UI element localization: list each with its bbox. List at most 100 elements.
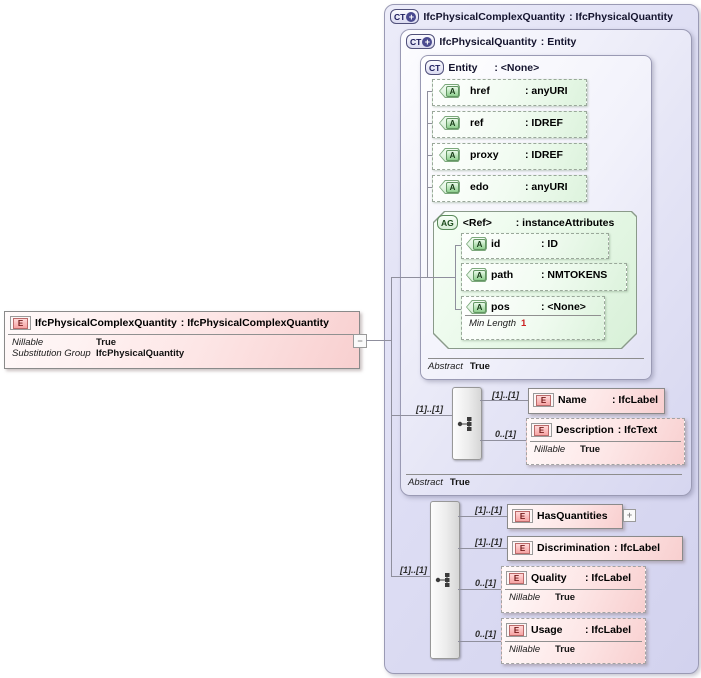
connector-line	[455, 309, 461, 310]
element-badge-icon: E	[531, 423, 552, 437]
element-name: Quality	[531, 572, 567, 584]
connector-line	[458, 516, 507, 517]
facet-separator	[406, 474, 682, 475]
attributegroup-trunk-line	[455, 245, 456, 309]
connector-line	[427, 187, 432, 188]
element-name: HasQuantities	[537, 510, 608, 522]
global-element-box[interactable]: E IfcPhysicalComplexQuantity : IfcPhysic…	[4, 311, 360, 369]
element-name: Description	[556, 424, 614, 436]
basetype-name: IfcPhysicalQuantity	[439, 35, 537, 48]
attribute-type: : anyURI	[525, 85, 568, 97]
element-type: : IfcLabel	[585, 624, 632, 636]
cardinality-label: [1]..[1]	[492, 390, 519, 400]
connector-line	[427, 91, 432, 92]
complextype-name: IfcPhysicalComplexQuantity	[423, 10, 566, 23]
attribute-row-id[interactable]: A id : ID	[461, 233, 609, 259]
sequence-icon	[435, 573, 450, 587]
element-badge-icon: E	[506, 623, 527, 637]
connector-line	[391, 277, 455, 278]
element-type: : IfcLabel	[613, 542, 661, 554]
cardinality-label: [1]..[1]	[475, 505, 502, 515]
attribute-row-path[interactable]: A path : NMTOKENS	[461, 263, 627, 291]
attribute-name: pos	[491, 301, 510, 313]
connector-line	[455, 245, 461, 246]
attribute-row-edo[interactable]: A edo : anyURI	[432, 175, 587, 202]
element-type: : IfcPhysicalComplexQuantity	[180, 317, 330, 329]
element-badge-icon: E	[512, 509, 533, 523]
attribute-type: : NMTOKENS	[541, 269, 608, 281]
attribute-name: path	[491, 269, 514, 281]
connector-line	[427, 155, 432, 156]
attribute-type: : IDREF	[525, 117, 563, 129]
element-name: Usage	[531, 624, 563, 636]
element-type: : IfcText	[617, 424, 658, 436]
attribute-badge-icon: A	[466, 237, 487, 251]
cardinality-label: 0..[1]	[475, 578, 497, 588]
attribute-name: id	[491, 238, 501, 250]
attribute-badge-icon: A	[439, 148, 460, 162]
element-badge-icon: E	[10, 316, 31, 330]
entity-name: Entity	[448, 61, 478, 74]
cardinality-label: [1]..[1]	[400, 565, 427, 575]
element-name: Name	[558, 394, 587, 406]
sequence-compositor[interactable]	[430, 501, 460, 659]
attribute-type: : IDREF	[525, 149, 563, 161]
expand-icon[interactable]: +	[623, 509, 636, 522]
connector-line	[458, 589, 501, 590]
attribute-type: : <None>	[541, 301, 586, 313]
connector-line	[480, 440, 526, 441]
connector-line	[427, 123, 432, 124]
complextype-badge-icon: CT+	[406, 34, 436, 49]
attribute-name: edo	[470, 181, 489, 193]
element-badge-icon: E	[506, 571, 527, 585]
attribute-row-proxy[interactable]: A proxy : IDREF	[432, 143, 587, 170]
cardinality-label: 0..[1]	[475, 629, 497, 639]
connector-line	[458, 548, 507, 549]
attribute-badge-icon: A	[439, 84, 460, 98]
attribute-badge-icon: A	[439, 116, 460, 130]
element-name: IfcPhysicalComplexQuantity	[35, 317, 177, 329]
element-badge-icon: E	[533, 393, 554, 407]
element-badge-icon: E	[512, 541, 533, 555]
connector-line	[480, 400, 528, 401]
element-box-discrimination[interactable]: E Discrimination : IfcLabel	[507, 536, 683, 561]
sequence-compositor[interactable]	[452, 387, 482, 460]
element-type: : IfcLabel	[612, 394, 659, 406]
attribute-type: : ID	[541, 238, 558, 250]
attribute-name: ref	[470, 117, 484, 129]
connector-line	[366, 340, 391, 341]
connector-line	[391, 415, 452, 416]
attribute-name: href	[470, 85, 490, 97]
basetype-type: : Entity	[540, 35, 577, 48]
cardinality-label: [1]..[1]	[475, 537, 502, 547]
connector-line	[458, 641, 501, 642]
element-box-name[interactable]: E Name : IfcLabel	[528, 388, 665, 414]
attribute-type: : anyURI	[525, 181, 568, 193]
attributegroup-badge-icon: AG	[437, 215, 458, 230]
element-box-hasquantities[interactable]: E HasQuantities	[507, 504, 623, 529]
attribute-badge-icon: A	[466, 268, 487, 282]
complextype-type: : IfcPhysicalQuantity	[569, 10, 674, 23]
attributegroup-name: <Ref>	[462, 216, 492, 229]
collapse-icon[interactable]: −	[353, 334, 367, 348]
entity-type: : <None>	[494, 61, 540, 74]
attribute-row-ref[interactable]: A ref : IDREF	[432, 111, 587, 138]
attribute-row-href[interactable]: A href : anyURI	[432, 79, 587, 106]
attributegroup-type: : instanceAttributes	[515, 216, 615, 229]
element-type: : IfcLabel	[585, 572, 632, 584]
element-name: Discrimination	[537, 542, 610, 554]
connector-trunk-line	[391, 277, 392, 577]
attribute-trunk-line	[427, 91, 428, 278]
complextype-badge-icon: CT	[425, 60, 445, 75]
